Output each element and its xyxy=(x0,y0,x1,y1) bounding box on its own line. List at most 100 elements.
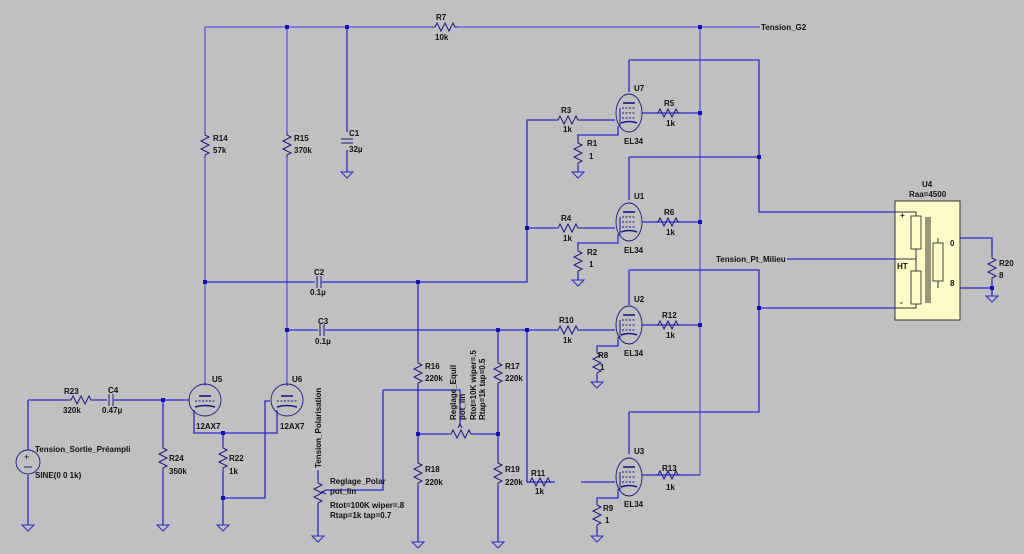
tube-U6[interactable]: U6 12AX7 xyxy=(270,375,305,431)
svg-text:57k: 57k xyxy=(213,146,227,155)
svg-text:EL34: EL34 xyxy=(624,137,644,146)
svg-text:R8: R8 xyxy=(598,351,609,360)
resistor-R14[interactable]: R14 57k xyxy=(200,131,228,159)
resistor-R11[interactable]: R11 1k xyxy=(526,469,554,496)
svg-text:U5: U5 xyxy=(212,375,223,384)
resistor-R18[interactable]: R18 220k xyxy=(413,459,443,487)
resistor-R19[interactable]: R19 220k xyxy=(493,459,523,487)
svg-text:R12: R12 xyxy=(662,311,677,320)
capacitor-C4[interactable]: C4 0.47µ xyxy=(102,386,123,415)
svg-text:1: 1 xyxy=(600,363,605,372)
resistor-R2[interactable]: R2 1 xyxy=(573,247,598,275)
svg-text:370k: 370k xyxy=(294,146,312,155)
svg-text:220k: 220k xyxy=(505,374,523,383)
svg-text:R10: R10 xyxy=(559,316,574,325)
capacitor-C2[interactable]: C2 0.1µ xyxy=(310,268,326,297)
svg-text:R5: R5 xyxy=(664,99,675,108)
resistor-R15[interactable]: R15 370k xyxy=(282,131,312,159)
ground-icon xyxy=(411,541,425,549)
svg-text:Raa=4500: Raa=4500 xyxy=(909,190,947,199)
resistor-R10[interactable]: R10 1k xyxy=(554,316,582,345)
svg-text:R20: R20 xyxy=(999,259,1014,268)
svg-text:R6: R6 xyxy=(664,208,675,217)
resistor-R12[interactable]: R12 1k xyxy=(654,311,682,340)
svg-text:U6: U6 xyxy=(292,375,303,384)
pot-reglage-polar[interactable]: Reglage_Polar pot_lin Rtot=100K wiper=.8… xyxy=(313,477,405,520)
net-label-pt-milieu: Tension_Pt_Milieu xyxy=(716,255,786,264)
net-label-g2: Tension_G2 xyxy=(761,23,807,32)
svg-text:32µ: 32µ xyxy=(349,145,363,154)
svg-text:Rtot=100K wiper=.8: Rtot=100K wiper=.8 xyxy=(330,501,405,510)
svg-text:0.47µ: 0.47µ xyxy=(102,406,123,415)
svg-text:12AX7: 12AX7 xyxy=(280,422,305,431)
capacitor-C1[interactable]: C1 32µ xyxy=(341,129,363,154)
ground-icon xyxy=(571,279,585,287)
svg-text:1k: 1k xyxy=(666,228,675,237)
svg-text:EL34: EL34 xyxy=(624,246,644,255)
svg-text:R7: R7 xyxy=(436,13,447,22)
ground-icon xyxy=(21,524,35,532)
resistor-R9[interactable]: R9 1 xyxy=(592,501,614,529)
svg-text:R9: R9 xyxy=(603,504,614,513)
svg-text:Tension_Polarisation: Tension_Polarisation xyxy=(314,388,323,468)
tube-U5[interactable]: U5 12AX7 xyxy=(188,375,223,431)
resistor-R3[interactable]: R3 1k xyxy=(554,106,582,134)
ground-icon xyxy=(590,381,604,389)
resistor-R5[interactable]: R5 1k xyxy=(654,99,682,128)
svg-text:1k: 1k xyxy=(666,331,675,340)
ground-icon xyxy=(985,295,999,303)
svg-text:EL34: EL34 xyxy=(624,349,644,358)
resistor-R17[interactable]: R17 220k xyxy=(493,359,523,387)
svg-text:1k: 1k xyxy=(666,119,675,128)
pot-reglage-equil[interactable]: Reglage_Equil pot_lin Rtot=10K wiper=.5 … xyxy=(447,350,487,439)
svg-text:pot_lin: pot_lin xyxy=(330,487,356,496)
svg-text:SINE(0 0 1k): SINE(0 0 1k) xyxy=(35,471,82,480)
svg-text:1k: 1k xyxy=(563,234,572,243)
svg-text:R2: R2 xyxy=(587,248,598,257)
ground-icon xyxy=(491,541,505,549)
resistor-R1[interactable]: R1 1 xyxy=(573,139,598,167)
tube-U7[interactable]: U7 EL34 xyxy=(615,84,645,146)
svg-text:R13: R13 xyxy=(662,464,677,473)
output-transformer[interactable]: U4 Raa=4500 + HT - 0 8 xyxy=(894,180,961,321)
svg-text:Tension_Sortie_Préampli: Tension_Sortie_Préampli xyxy=(35,445,130,454)
ground-symbols xyxy=(21,171,999,549)
tube-U3[interactable]: U3 EL34 xyxy=(615,447,645,509)
tube-U1[interactable]: U1 EL34 xyxy=(615,192,645,255)
resistor-R16[interactable]: R16 220k xyxy=(413,359,443,387)
svg-text:1k: 1k xyxy=(666,483,675,492)
svg-text:C3: C3 xyxy=(318,317,329,326)
capacitor-C3[interactable]: C3 0.1µ xyxy=(315,317,331,346)
svg-text:1k: 1k xyxy=(563,336,572,345)
svg-text:U4: U4 xyxy=(922,180,933,189)
resistor-R22[interactable]: R22 1k xyxy=(218,444,244,476)
svg-text:0.1µ: 0.1µ xyxy=(310,288,326,297)
resistor-R6[interactable]: R6 1k xyxy=(654,208,682,237)
resistor-R23[interactable]: R23 320k xyxy=(63,387,95,415)
ground-icon xyxy=(571,171,585,179)
svg-text:+: + xyxy=(900,211,905,220)
svg-text:1k: 1k xyxy=(563,125,572,134)
svg-text:R19: R19 xyxy=(505,465,520,474)
tube-U2[interactable]: U2 EL34 xyxy=(615,295,645,358)
voltage-source[interactable]: + Tension_Sortie_Préampli SINE(0 0 1k) xyxy=(15,445,130,480)
svg-text:R22: R22 xyxy=(229,454,244,463)
svg-text:R24: R24 xyxy=(169,454,184,463)
resistor-R20[interactable]: R20 8 xyxy=(987,254,1014,282)
resistor-R4[interactable]: R4 1k xyxy=(554,214,582,243)
svg-text:C1: C1 xyxy=(349,129,360,138)
svg-text:pot_lin: pot_lin xyxy=(458,394,467,420)
junctions xyxy=(161,25,994,500)
resistor-R7[interactable]: R7 10k xyxy=(431,13,459,42)
resistor-R8[interactable]: R8 1 xyxy=(592,349,609,377)
svg-text:1k: 1k xyxy=(229,467,238,476)
resistor-R24[interactable]: R24 350k xyxy=(158,444,187,476)
svg-text:R14: R14 xyxy=(213,134,228,143)
svg-text:220k: 220k xyxy=(505,478,523,487)
svg-text:C4: C4 xyxy=(108,386,119,395)
svg-text:-: - xyxy=(900,298,903,307)
svg-text:R18: R18 xyxy=(425,465,440,474)
resistor-R13[interactable]: R13 1k xyxy=(654,464,682,492)
svg-text:C2: C2 xyxy=(314,268,325,277)
